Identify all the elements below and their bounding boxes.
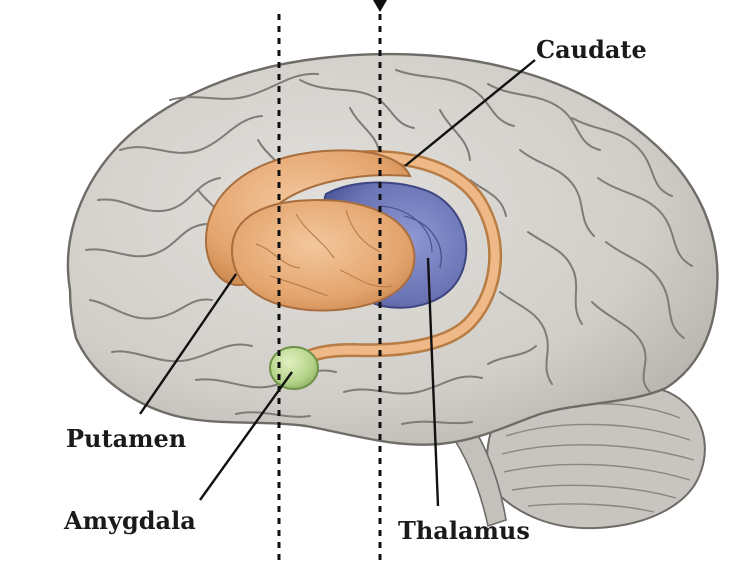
cortical-sulci	[85, 69, 693, 425]
leader-line-thalamus	[426, 257, 440, 507]
leader-line-caudate	[404, 59, 536, 167]
down-triangle-icon	[373, 0, 387, 12]
caudate-label: Caudate	[536, 35, 647, 64]
amygdala	[269, 346, 319, 390]
leader-line-amygdala	[199, 371, 293, 501]
amygdala-label: Amygdala	[64, 506, 196, 535]
putamen-label: Putamen	[66, 424, 187, 453]
thalamus-label: Thalamus	[398, 516, 530, 545]
leader-line-putamen	[139, 273, 237, 415]
